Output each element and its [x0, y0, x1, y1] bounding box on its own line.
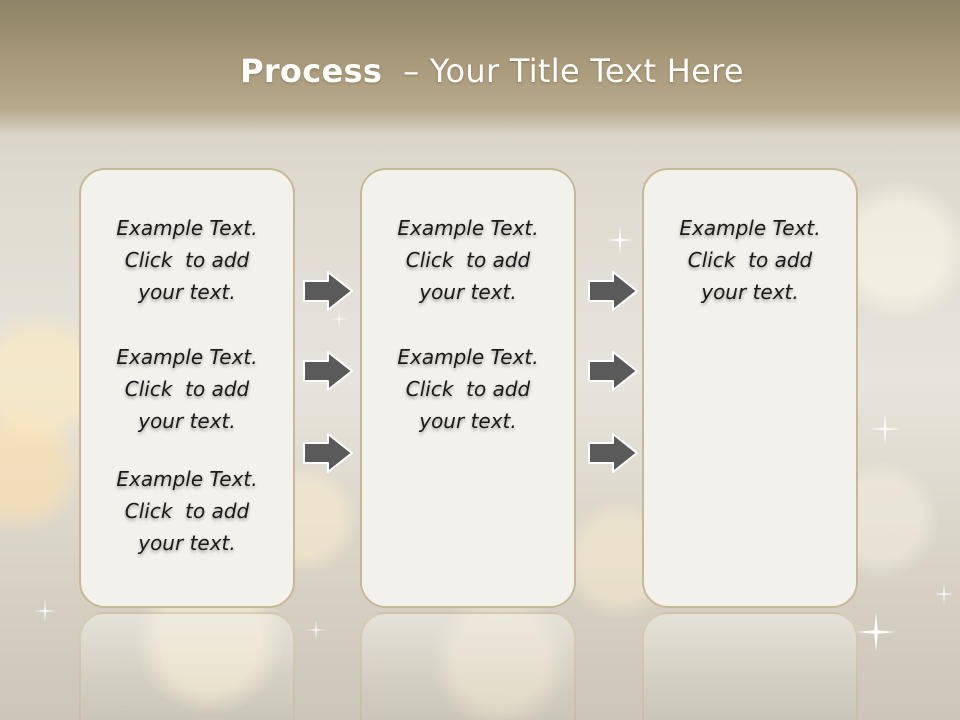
text-line: your text. — [419, 280, 517, 304]
sparkle-star-icon — [606, 226, 634, 254]
text-line: Example Text. — [397, 345, 539, 369]
text-line: your text. — [419, 409, 517, 433]
text-line: your text. — [701, 280, 799, 304]
right-arrow-icon[interactable] — [587, 350, 639, 392]
sparkle-star-icon — [934, 584, 954, 604]
text-line: Click to add — [124, 248, 250, 272]
panel-1-reflection — [79, 612, 295, 720]
sparkle-star-icon — [306, 620, 326, 640]
panel-2-reflection — [360, 612, 576, 720]
sparkle-star-icon — [330, 310, 348, 328]
sparkle-star-icon — [870, 414, 900, 444]
process-panel-3: Example Text. Click to add your text. — [642, 168, 858, 608]
right-arrow-icon[interactable] — [587, 432, 639, 474]
panel-3-reflection — [642, 612, 858, 720]
text-line: Example Text. — [679, 216, 821, 240]
sparkle-star-icon — [856, 612, 896, 652]
panel-1-text-block-3[interactable]: Example Text. Click to add your text. — [81, 463, 293, 559]
text-line: Example Text. — [116, 467, 258, 491]
title-rest-text: – Your Title Text Here — [382, 52, 744, 90]
text-line: Example Text. — [116, 216, 258, 240]
text-line: your text. — [138, 409, 236, 433]
text-line: Click to add — [405, 248, 531, 272]
text-line: Click to add — [687, 248, 813, 272]
text-line: Click to add — [124, 499, 250, 523]
text-line: Example Text. — [397, 216, 539, 240]
right-arrow-icon[interactable] — [302, 270, 354, 312]
right-arrow-icon[interactable] — [587, 270, 639, 312]
right-arrow-icon[interactable] — [302, 350, 354, 392]
text-line: Click to add — [124, 377, 250, 401]
panel-2-text-block-2[interactable]: Example Text. Click to add your text. — [362, 341, 574, 437]
panel-2-text-block-1[interactable]: Example Text. Click to add your text. — [362, 212, 574, 308]
panel-1-text-block-1[interactable]: Example Text. Click to add your text. — [81, 212, 293, 308]
text-line: Example Text. — [116, 345, 258, 369]
sparkle-star-icon — [34, 600, 56, 622]
panel-3-text-block-1[interactable]: Example Text. Click to add your text. — [644, 212, 856, 308]
slide-title[interactable]: Process – Your Title Text Here — [0, 52, 960, 90]
text-line: your text. — [138, 280, 236, 304]
title-band — [0, 0, 960, 135]
panel-1-text-block-2[interactable]: Example Text. Click to add your text. — [81, 341, 293, 437]
text-line: Click to add — [405, 377, 531, 401]
process-panel-2: Example Text. Click to add your text. Ex… — [360, 168, 576, 608]
text-line: your text. — [138, 531, 236, 555]
title-bold-text: Process — [240, 52, 383, 90]
right-arrow-icon[interactable] — [302, 432, 354, 474]
process-panel-1: Example Text. Click to add your text. Ex… — [79, 168, 295, 608]
